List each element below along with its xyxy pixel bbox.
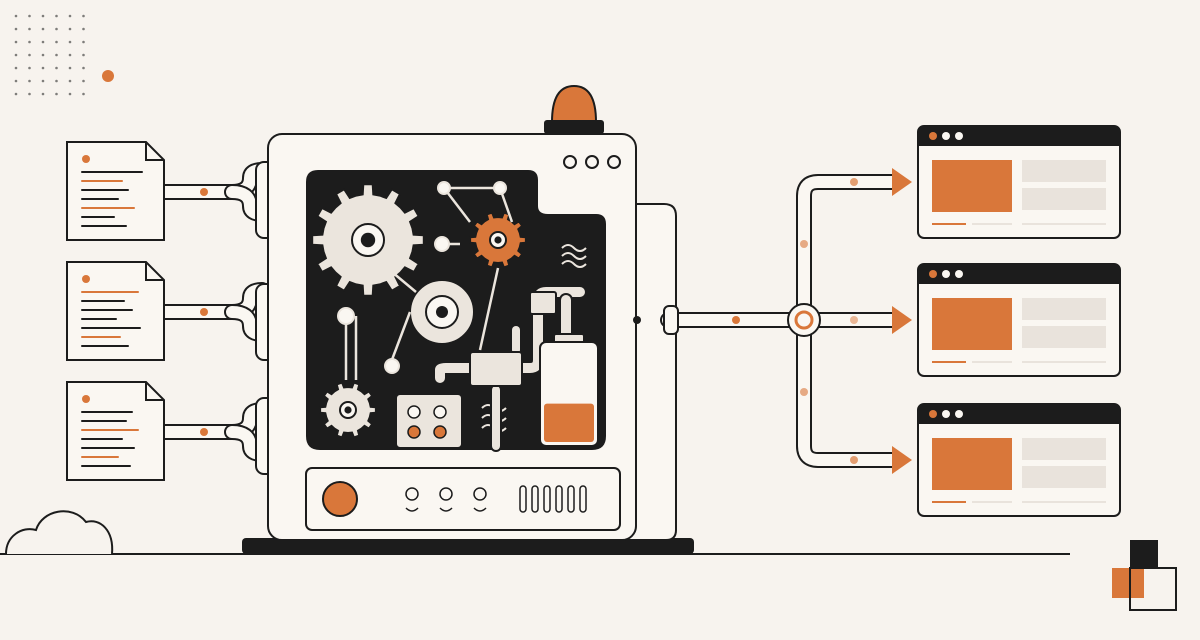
- output-windows: [917, 125, 1121, 517]
- browser-window-icon: [917, 263, 1121, 377]
- document-icon: [66, 261, 165, 361]
- browser-window-icon: [917, 403, 1121, 517]
- liquid-tank-icon: [539, 333, 599, 447]
- accent-dot: [102, 70, 114, 82]
- flywheel-icon: [409, 279, 475, 345]
- dot-grid-decoration: [14, 14, 85, 96]
- arrow-heads: [892, 168, 912, 474]
- corner-squares-decoration: [1112, 540, 1177, 611]
- output-pipes: [660, 174, 900, 468]
- control-panel: [305, 467, 621, 531]
- input-pipes: [156, 162, 270, 462]
- cloud-icon: [5, 510, 114, 555]
- orange-gear-icon: [469, 211, 527, 269]
- input-documents: [66, 141, 165, 481]
- flow-dots: [732, 178, 858, 464]
- power-button-icon: [322, 481, 358, 517]
- junction-node-icon: [787, 303, 821, 337]
- alarm-light-icon: [544, 84, 604, 134]
- small-gear-icon: [319, 381, 377, 439]
- document-icon: [66, 141, 165, 241]
- processing-machine-icon: [242, 84, 694, 554]
- browser-window-icon: [917, 125, 1121, 239]
- large-gear-icon: [311, 183, 425, 297]
- document-icon: [66, 381, 165, 481]
- button-panel-icon: [395, 393, 463, 449]
